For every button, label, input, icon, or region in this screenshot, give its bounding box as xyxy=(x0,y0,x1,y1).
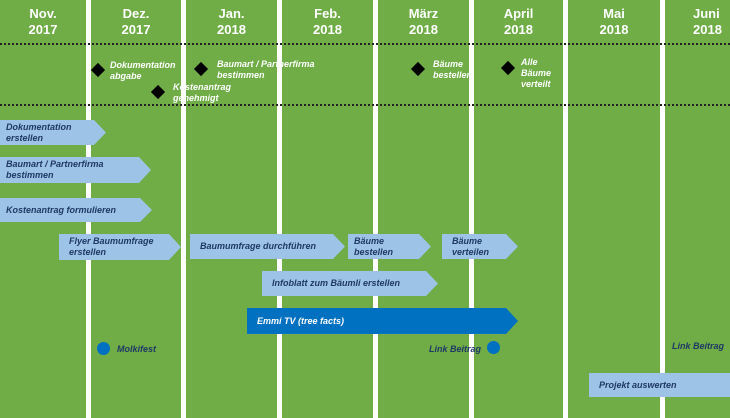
event-label: Molkifest xyxy=(117,344,157,354)
month-header: Nov. 2017 xyxy=(0,0,86,38)
milestone-label: Bäume bestellen xyxy=(433,59,473,80)
event-dot-icon xyxy=(97,342,110,355)
month-name: April xyxy=(503,6,534,21)
month-header: Dez. 2017 xyxy=(91,0,181,38)
separator-line-top xyxy=(0,43,730,45)
month-year: 2017 xyxy=(121,22,151,37)
month-header: Feb. 2018 xyxy=(282,0,373,38)
month-year: 2018 xyxy=(693,22,722,37)
task-baeume-verteilen: Bäume verteilen xyxy=(442,234,518,259)
separator-line-bottom xyxy=(0,104,730,106)
month-name: Dez. xyxy=(122,6,150,21)
task-flyer-baumumfrage: Flyer Baumumfrage erstellen xyxy=(59,234,181,260)
month-column-feb: Feb. 2018 xyxy=(282,0,373,418)
task-label: Infoblatt zum Bäumli erstellen xyxy=(272,278,401,288)
task-baeume-bestellen: Bäume bestellen xyxy=(348,234,431,259)
month-header: Jan. 2018 xyxy=(186,0,277,38)
task-kostenantrag-formulieren: Kostenantrag formulieren xyxy=(0,198,152,222)
milestone-label: Dokumentation abgabe xyxy=(110,60,176,81)
month-year: 2018 xyxy=(409,22,438,37)
month-name: Juni xyxy=(693,6,720,21)
month-year: 2017 xyxy=(28,22,58,37)
month-year: 2018 xyxy=(217,22,246,37)
month-header: April 2018 xyxy=(474,0,563,38)
month-header: Mai 2018 xyxy=(568,0,660,38)
month-name: Jan. xyxy=(218,6,245,21)
task-label: Kostenantrag formulieren xyxy=(6,204,117,215)
task-label: Baumumfrage durchführen xyxy=(200,241,317,251)
month-column-mai: Mai 2018 xyxy=(568,0,660,418)
month-year: 2018 xyxy=(313,22,342,37)
task-dokumentation-erstellen: Dokumentation erstellen xyxy=(0,120,106,145)
event-label: Link Beitrag xyxy=(672,341,725,351)
event-dot-icon xyxy=(487,341,500,354)
event-label: Link Beitrag xyxy=(429,344,482,354)
task-baumart-bestimmen: Baumart / Partnerfirma bestimmen xyxy=(0,157,151,183)
task-emmi-tv: Emmi TV (tree facts) xyxy=(247,308,518,334)
task-label: Emmi TV (tree facts) xyxy=(257,315,345,326)
month-name: März xyxy=(408,6,439,21)
task-label: Projekt auswerten xyxy=(599,379,677,390)
month-year: 2018 xyxy=(599,22,629,37)
milestone-label: Alle Bäume verteilt xyxy=(521,57,552,89)
milestone-label: Kostenantrag genehmigt xyxy=(173,82,232,103)
month-header: Juni 2018 xyxy=(665,0,730,38)
month-name: Mai xyxy=(603,6,625,21)
month-name: Nov. xyxy=(29,6,57,21)
month-name: Feb. xyxy=(314,6,341,21)
month-column-juni: Juni 2018 xyxy=(665,0,730,418)
milestone-label: Baumart / Partnerfirma bestimmen xyxy=(217,59,315,80)
task-infoblatt-erstellen: Infoblatt zum Bäumli erstellen xyxy=(262,271,438,296)
month-header: März 2018 xyxy=(378,0,469,38)
task-baumumfrage-durchfuehren: Baumumfrage durchführen xyxy=(190,234,345,259)
task-projekt-auswerten: Projekt auswerten xyxy=(589,373,730,397)
month-year: 2018 xyxy=(504,22,533,37)
